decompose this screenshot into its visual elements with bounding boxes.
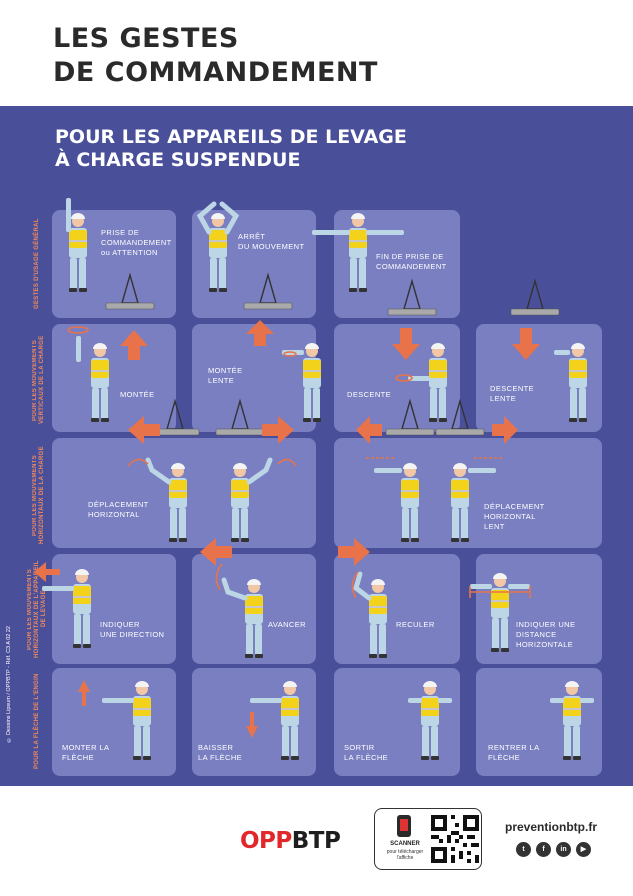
label-line: UNE DIRECTION [100, 630, 165, 639]
row-label-general: GESTES D'USAGE GÉNÉRAL [34, 218, 40, 310]
cell-descente-lente [476, 324, 602, 432]
label-descente-lente: DESCENTE LENTE [490, 384, 534, 404]
scan-title: SCANNER [390, 841, 420, 847]
label-line: FLÈCHE [488, 753, 520, 762]
label-line: MONTER LA [62, 743, 110, 752]
phone-icon [397, 815, 411, 837]
label-line: FLÈCHE [62, 753, 94, 762]
label-deplacement-lent: DÉPLACEMENT HORIZONTAL LENT [484, 502, 545, 532]
cell-indiquer-direction [52, 554, 176, 664]
label-line: DÉPLACEMENT [88, 500, 149, 509]
label-line: BAISSER [198, 743, 234, 752]
label-line: HORIZONTAL [484, 512, 536, 521]
page-title: LES GESTES DE COMMANDEMENT [53, 22, 378, 90]
row-label-machine-line-2: DE LEVAGE [41, 590, 47, 628]
label-line: LA FLÈCHE [198, 753, 243, 762]
oppbtp-logo[interactable]: OPPBTP [240, 828, 341, 854]
label-monter-fleche: MONTER LA FLÈCHE [62, 743, 109, 763]
twitter-icon[interactable]: t [516, 842, 531, 857]
linkedin-icon[interactable]: in [556, 842, 571, 857]
label-line: DISTANCE [516, 630, 557, 639]
label-line: MONTÉE [120, 390, 155, 399]
label-indiquer-distance: INDIQUER UNE DISTANCE HORIZONTALE [516, 620, 575, 650]
label-line: DESCENTE [347, 390, 392, 399]
label-deplacement: DÉPLACEMENT HORIZONTAL [88, 500, 149, 520]
label-line: DESCENTE [490, 384, 535, 393]
row-label-vertical: POUR LES MOUVEMENTS VERTICAUX DE LA CHAR… [32, 335, 45, 425]
label-montee-lente: MONTÉE LENTE [208, 366, 242, 386]
label-baisser-fleche: BAISSER LA FLÈCHE [198, 743, 242, 763]
cell-sortir-fleche [334, 668, 460, 776]
qr-code-icon[interactable] [431, 815, 479, 863]
cell-arret-mouvement [192, 210, 316, 318]
label-reculer: RECULER [396, 620, 435, 630]
label-line: AVANCER [268, 620, 306, 629]
cell-reculer [334, 554, 460, 664]
label-line: LA FLÈCHE [344, 753, 389, 762]
row-label-horizontal: POUR LES MOUVEMENTS HORIZONTAUX DE LA CH… [32, 446, 45, 544]
label-avancer: AVANCER [268, 620, 306, 630]
label-line: DU MOUVEMENT [238, 242, 305, 251]
label-line: ou ATTENTION [101, 248, 158, 257]
cell-deplacement [52, 438, 316, 548]
logo-part-1: OPP [240, 828, 292, 854]
poster: POUR LES APPAREILS DE LEVAGE À CHARGE SU… [0, 106, 633, 786]
scan-subtitle-line-1: pour télécharger [386, 849, 424, 855]
label-line: LENT [484, 522, 505, 531]
label-line: FIN DE PRISE DE [376, 252, 444, 261]
header: LES GESTES DE COMMANDEMENT [0, 0, 633, 106]
label-montee: MONTÉE [120, 390, 154, 400]
label-line: INDIQUER UNE [516, 620, 576, 629]
cell-prise-commandement [52, 210, 176, 318]
row-label-machine-line-1: POUR LES MOUVEMENTS HORIZONTAUX DE L'APP… [27, 560, 40, 658]
label-line: RECULER [396, 620, 435, 629]
label-line: MONTÉE [208, 366, 243, 375]
row-label-machine: POUR LES MOUVEMENTS HORIZONTAUX DE L'APP… [27, 556, 47, 662]
label-indiquer-direction: INDIQUER UNE DIRECTION [100, 620, 164, 640]
youtube-icon[interactable]: ▶ [576, 842, 591, 857]
cell-avancer [192, 554, 316, 664]
row-label-arrow: POUR LA FLÈCHE DE L'ENGIN [34, 673, 40, 769]
cell-rentrer-fleche [476, 668, 602, 776]
subtitle-line-1: POUR LES APPAREILS DE LEVAGE [55, 126, 407, 148]
label-line: SORTIR [344, 743, 375, 752]
credit-text: © Dessins Lipsum / OPPBTP - Réf. C3 A 02… [6, 626, 12, 743]
subtitle-line-2: À CHARGE SUSPENDUE [55, 149, 301, 171]
cell-monter-fleche [52, 668, 176, 776]
label-line: RENTRER LA [488, 743, 540, 752]
cell-deplacement-lent [334, 438, 602, 548]
label-sortir-fleche: SORTIR LA FLÈCHE [344, 743, 388, 763]
label-fin-commandement: FIN DE PRISE DE COMMANDEMENT [376, 252, 447, 272]
website-link[interactable]: preventionbtp.fr [505, 820, 597, 834]
scan-box[interactable]: SCANNER pour télécharger l'affiche [374, 808, 482, 870]
label-line: COMMANDEMENT [376, 262, 447, 271]
scan-subtitle: pour télécharger l'affiche [379, 849, 431, 861]
cell-montee [52, 324, 176, 432]
label-line: HORIZONTAL [88, 510, 140, 519]
label-line: INDIQUER [100, 620, 140, 629]
label-line: HORIZONTALE [516, 640, 574, 649]
scan-subtitle-line-2: l'affiche [396, 855, 414, 861]
title-line-1: LES GESTES [53, 23, 239, 54]
label-descente: DESCENTE [347, 390, 391, 400]
cell-descente [334, 324, 460, 432]
label-line: LENTE [208, 376, 235, 385]
label-line: ARRÊT [238, 232, 266, 241]
poster-subtitle: POUR LES APPAREILS DE LEVAGE À CHARGE SU… [55, 126, 407, 172]
label-prise-commandement: PRISE DE COMMANDEMENT ou ATTENTION [101, 228, 172, 258]
label-rentrer-fleche: RENTRER LA FLÈCHE [488, 743, 540, 763]
title-line-2: DE COMMANDEMENT [53, 57, 378, 88]
label-arret-mouvement: ARRÊT DU MOUVEMENT [238, 232, 304, 252]
footer: OPPBTP SCANNER pour télécharger l'affich… [0, 786, 633, 896]
facebook-icon[interactable]: f [536, 842, 551, 857]
label-line: COMMANDEMENT [101, 238, 172, 247]
label-line: DÉPLACEMENT [484, 502, 545, 511]
label-line: LENTE [490, 394, 517, 403]
label-line: PRISE DE [101, 228, 140, 237]
logo-part-2: BTP [291, 828, 341, 854]
